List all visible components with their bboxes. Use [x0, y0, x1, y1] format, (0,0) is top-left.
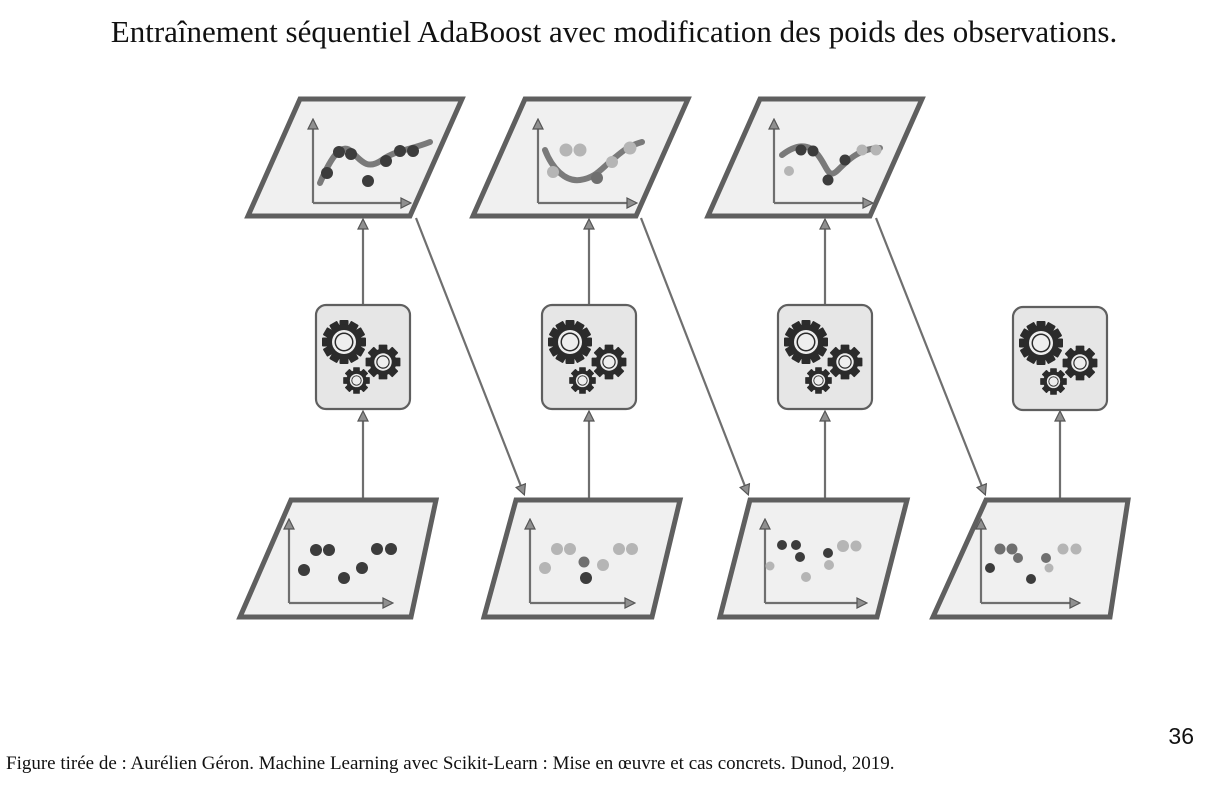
predictor-box-1: [314, 303, 412, 411]
prediction-panel-1: [244, 96, 466, 219]
figure-source-caption: Figure tirée de : Aurélien Géron. Machin…: [6, 753, 895, 774]
slide-title: Entraînement séquentiel AdaBoost avec mo…: [110, 14, 1118, 49]
scatter-plot-icon: [530, 520, 638, 603]
predictor-box-3: [776, 303, 874, 411]
dataset-panel-2: [480, 497, 684, 620]
scatter-plot-icon: [765, 520, 866, 603]
fitted-curve-icon: [538, 120, 645, 203]
predictor-box-2: [540, 303, 638, 411]
arrow-prediction2-to-data3: [639, 217, 748, 494]
dataset-panel-4: [929, 497, 1131, 620]
slide-number: 36: [1168, 723, 1194, 749]
arrow-prediction3-to-data4: [874, 217, 985, 494]
prediction-panel-2: [469, 96, 692, 219]
fitted-curve-icon: [774, 120, 883, 203]
dataset-panel-3: [716, 497, 911, 620]
predictor-box-4: [1011, 305, 1109, 412]
connectors: [363, 217, 1060, 500]
scatter-plot-icon: [289, 520, 397, 603]
dataset-panel-1: [236, 497, 440, 620]
arrow-prediction1-to-data2: [414, 217, 524, 494]
fitted-curve-icon: [313, 120, 433, 203]
scatter-plot-icon: [981, 520, 1082, 603]
prediction-panel-3: [704, 96, 926, 219]
